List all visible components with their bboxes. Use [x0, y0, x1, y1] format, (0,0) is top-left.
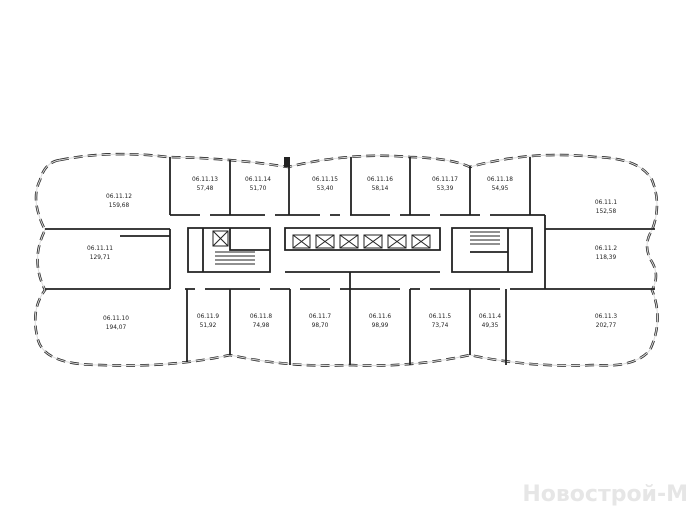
- room-id: 06.11.4: [479, 312, 502, 320]
- interior-walls: [45, 157, 655, 365]
- room-id: 06.11.1: [595, 198, 618, 206]
- room-area: 53,39: [437, 184, 454, 192]
- room-id: 06.11.11: [87, 244, 113, 252]
- room-area: 152,58: [596, 207, 617, 215]
- room-id: 06.11.16: [367, 175, 393, 183]
- room-id: 06.11.3: [595, 312, 618, 320]
- watermark: Новострой-М: [522, 482, 688, 507]
- room-area: 159,68: [109, 201, 130, 209]
- room-labels: 06.11.12 159,68 06.11.11 129,71 06.11.10…: [87, 175, 617, 331]
- room-id: 06.11.10: [103, 314, 129, 322]
- elevators: [212, 230, 500, 265]
- room-id: 06.11.17: [432, 175, 458, 183]
- room-id: 06.11.15: [312, 175, 338, 183]
- building-outline: [33, 152, 659, 367]
- room-id: 06.11.18: [487, 175, 513, 183]
- room-area: 49,35: [482, 321, 499, 329]
- room-id: 06.11.14: [245, 175, 271, 183]
- room-area: 51,70: [250, 184, 267, 192]
- room-id: 06.11.9: [197, 312, 220, 320]
- outline-halo: [34, 153, 658, 367]
- room-area: 53,40: [317, 184, 334, 192]
- room-id: 06.11.2: [595, 244, 618, 252]
- room-area: 54,95: [492, 184, 509, 192]
- room-id: 06.11.7: [309, 312, 332, 320]
- room-area: 202,77: [596, 321, 617, 329]
- room-area: 74,98: [253, 321, 270, 329]
- room-area: 51,92: [200, 321, 217, 329]
- room-id: 06.11.6: [369, 312, 392, 320]
- room-id: 06.11.13: [192, 175, 218, 183]
- room-area: 98,70: [312, 321, 329, 329]
- room-id: 06.11.12: [106, 192, 132, 200]
- room-id: 06.11.5: [429, 312, 452, 320]
- room-id: 06.11.8: [250, 312, 273, 320]
- room-area: 73,74: [432, 321, 449, 329]
- room-area: 118,39: [596, 253, 617, 261]
- room-area: 129,71: [90, 253, 111, 261]
- room-area: 98,99: [372, 321, 389, 329]
- room-area: 57,48: [197, 184, 214, 192]
- room-area: 194,07: [106, 323, 127, 331]
- room-area: 58,14: [372, 184, 389, 192]
